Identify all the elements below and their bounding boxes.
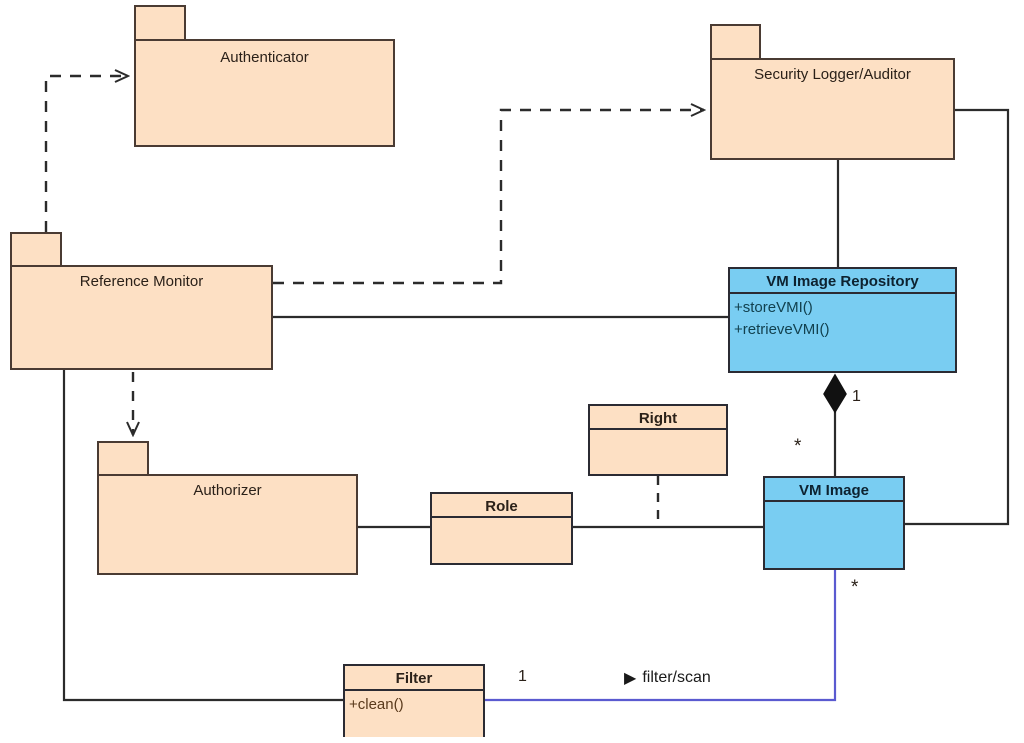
class-title-right: Right	[590, 406, 726, 430]
class-operations-filter: +clean()	[345, 691, 483, 737]
package-body-security-logger-auditor	[710, 58, 955, 160]
association-label-text: filter/scan	[642, 669, 711, 686]
class-title-role: Role	[432, 494, 571, 518]
package-authenticator[interactable]: Authenticator	[134, 5, 395, 147]
package-authorizer[interactable]: Authorizer	[97, 441, 358, 575]
package-label-reference-monitor: Reference Monitor	[79, 273, 204, 290]
class-vm-image-repository[interactable]: VM Image Repository +storeVMI() +retriev…	[728, 267, 957, 373]
association-label-filter-scan: ▶ filter/scan	[624, 667, 711, 687]
package-tab-security-logger-auditor	[710, 24, 761, 60]
package-body-reference-monitor	[10, 265, 273, 370]
edge-reference-monitor-to-authenticator	[44, 76, 128, 232]
class-title-vm-image: VM Image	[765, 478, 903, 502]
multiplicity-vm-image-star-bottom: *	[851, 577, 859, 598]
class-operations-vm-image	[765, 502, 903, 568]
operation-storevmi: +storeVMI()	[734, 299, 813, 316]
class-filter[interactable]: Filter +clean()	[343, 664, 485, 737]
class-operations-vm-image-repository: +storeVMI() +retrieveVMI()	[730, 294, 955, 371]
class-operations-right	[590, 430, 726, 474]
package-label-security-logger-auditor: Security Logger/Auditor	[754, 66, 911, 83]
package-label-authenticator: Authenticator	[220, 49, 309, 66]
multiplicity-filter-one: 1	[518, 668, 527, 685]
package-reference-monitor[interactable]: Reference Monitor	[10, 232, 273, 370]
class-title-vm-image-repository: VM Image Repository	[730, 269, 955, 294]
class-role[interactable]: Role	[430, 492, 573, 565]
class-title-filter: Filter	[345, 666, 483, 691]
class-vm-image[interactable]: VM Image	[763, 476, 905, 570]
triangle-direction-icon: ▶	[624, 670, 637, 687]
class-right[interactable]: Right	[588, 404, 728, 476]
package-tab-authenticator	[134, 5, 186, 41]
package-tab-authorizer	[97, 441, 149, 476]
package-body-authenticator	[134, 39, 395, 147]
package-body-authorizer	[97, 474, 358, 575]
package-label-authorizer: Authorizer	[193, 482, 262, 499]
package-tab-reference-monitor	[10, 232, 62, 267]
operation-retrievevmi: +retrieveVMI()	[734, 320, 830, 338]
edge-vm-image-to-vm-image-repository-composition	[823, 373, 847, 476]
multiplicity-vm-image-star-top: *	[794, 436, 802, 457]
package-security-logger-auditor[interactable]: Security Logger/Auditor	[710, 24, 955, 160]
class-operations-role	[432, 518, 571, 563]
multiplicity-repository-one: 1	[852, 388, 861, 405]
operation-clean: +clean()	[349, 696, 404, 713]
